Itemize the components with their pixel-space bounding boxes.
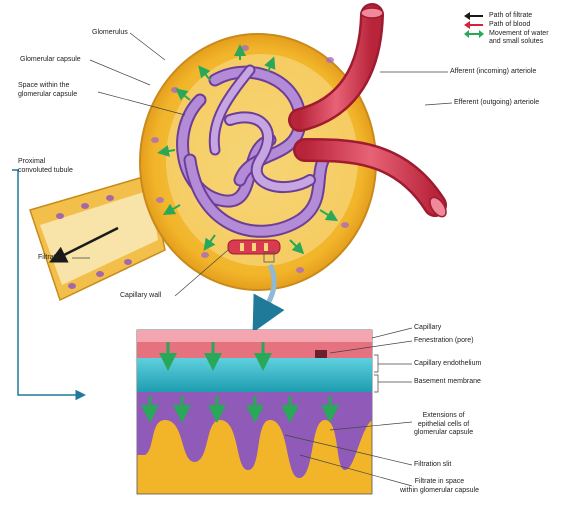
label-filtration-slit: Filtration slit — [414, 461, 451, 470]
filtrate-arrow-icon — [463, 12, 485, 20]
label-proximal-line1: Proximal — [18, 158, 73, 167]
legend-label: Movement of water — [489, 30, 549, 38]
label-glomerular-capsule: Glomerular capsule — [20, 56, 81, 65]
label-proximal-tubule: Proximal convoluted tubule — [18, 158, 73, 175]
label-glomerulus: Glomerulus — [92, 29, 128, 38]
label-space-line1: Space within the — [18, 82, 77, 91]
label-capillary-wall: Capillary wall — [120, 292, 161, 301]
label-extensions-line2: epithelial cells of — [414, 421, 473, 430]
label-filtrate-space: Filtrate in space within glomerular caps… — [400, 478, 479, 495]
label-efferent: Efferent (outgoing) arteriole — [454, 99, 539, 108]
legend-water: Movement of water and small solutes — [463, 30, 549, 46]
label-extensions: Extensions of epithelial cells of glomer… — [414, 412, 473, 438]
label-space-within: Space within the glomerular capsule — [18, 82, 77, 99]
label-afferent: Afferent (incoming) arteriole — [450, 68, 536, 77]
label-basement: Basement membrane — [414, 378, 481, 387]
label-extensions-line3: glomerular capsule — [414, 429, 473, 438]
legend-blood: Path of blood — [463, 21, 530, 29]
legend-label: Path of filtrate — [489, 12, 532, 20]
legend-label: Path of blood — [489, 21, 530, 29]
label-proximal-line2: convoluted tubule — [18, 167, 73, 176]
label-fenestration: Fenestration (pore) — [414, 337, 474, 346]
water-arrow-icon — [463, 30, 485, 38]
legend-filtrate: Path of filtrate — [463, 12, 532, 20]
label-space-line2: glomerular capsule — [18, 91, 77, 100]
detail-panel — [137, 330, 372, 494]
label-filtrate-space-line2: within glomerular capsule — [400, 487, 479, 496]
label-endothelium: Capillary endothelium — [414, 360, 481, 369]
label-filtrate-space-line1: Filtrate in space — [400, 478, 479, 487]
label-capillary: Capillary — [414, 324, 441, 333]
legend-label-cont: and small solutes — [489, 38, 549, 46]
label-filtrate: Filtrate — [38, 254, 59, 263]
blood-arrow-icon — [463, 21, 485, 29]
label-extensions-line1: Extensions of — [414, 412, 473, 421]
